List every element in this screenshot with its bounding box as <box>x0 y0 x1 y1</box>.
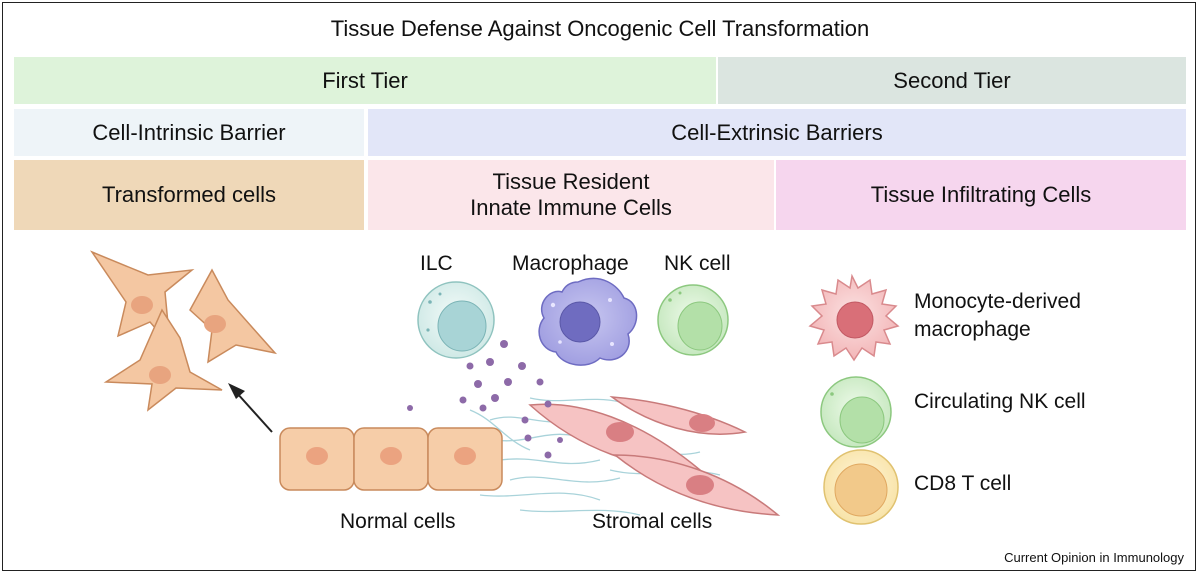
ilc-label: ILC <box>420 252 453 275</box>
figure-title: Tissue Defense Against Oncogenic Cell Tr… <box>330 16 870 41</box>
monocyte-derived-macrophage-cell <box>808 273 900 362</box>
resident-label-line1: Tissue Resident <box>492 169 650 194</box>
infiltrating-cells-band: Tissue Infiltrating Cells <box>776 160 1186 230</box>
infiltrating-cells-label: Tissue Infiltrating Cells <box>870 182 1092 207</box>
intrinsic-barrier-band: Cell-Intrinsic Barrier <box>14 109 364 156</box>
resident-label-line2: Innate Immune Cells <box>470 195 672 220</box>
transformed-cell-2 <box>189 268 278 364</box>
second-tier-band: Second Tier <box>718 57 1186 104</box>
stromal-cell-2 <box>609 396 748 435</box>
extrinsic-barriers-band: Cell-Extrinsic Barriers <box>368 109 1186 156</box>
resident-macrophage-cell <box>538 277 638 366</box>
resident-nk-cell <box>657 284 729 356</box>
intrinsic-barrier-label: Cell-Intrinsic Barrier <box>92 119 286 145</box>
first-tier-band: First Tier <box>14 57 716 104</box>
journal-credit: Current Opinion in Immunology <box>1004 550 1184 565</box>
circulating-nk-cell <box>820 376 892 448</box>
transformed-cell-3 <box>103 308 223 412</box>
extrinsic-barriers-label: Cell-Extrinsic Barriers <box>671 119 883 145</box>
nk-cell-label: NK cell <box>664 252 731 275</box>
transformed-cells-band: Transformed cells <box>14 160 364 230</box>
transformed-cell-1 <box>89 250 195 348</box>
cd8-t-cell-label: CD8 T cell <box>914 472 1012 495</box>
stromal-cell-3 <box>612 454 781 516</box>
circulating-nk-label: Circulating NK cell <box>914 390 1086 413</box>
monocyte-macrophage-label-line2: macrophage <box>914 318 1031 341</box>
stromal-cells-label: Stromal cells <box>592 510 713 533</box>
resident-immune-band: Tissue Resident Innate Immune Cells <box>368 160 774 230</box>
ilc-cell <box>417 281 495 359</box>
transformation-arrow <box>228 383 273 433</box>
normal-cell-3 <box>427 427 503 491</box>
normal-cells-label: Normal cells <box>340 510 456 533</box>
normal-cell-1 <box>279 427 355 491</box>
transformed-cells-label: Transformed cells <box>101 182 276 207</box>
monocyte-macrophage-label-line1: Monocyte-derived <box>914 290 1081 313</box>
first-tier-label: First Tier <box>322 67 408 93</box>
cd8-t-cell <box>823 449 899 525</box>
normal-cell-2 <box>353 427 429 491</box>
second-tier-label: Second Tier <box>893 67 1011 93</box>
cytokine-particles <box>407 340 563 459</box>
macrophage-label: Macrophage <box>512 252 629 275</box>
